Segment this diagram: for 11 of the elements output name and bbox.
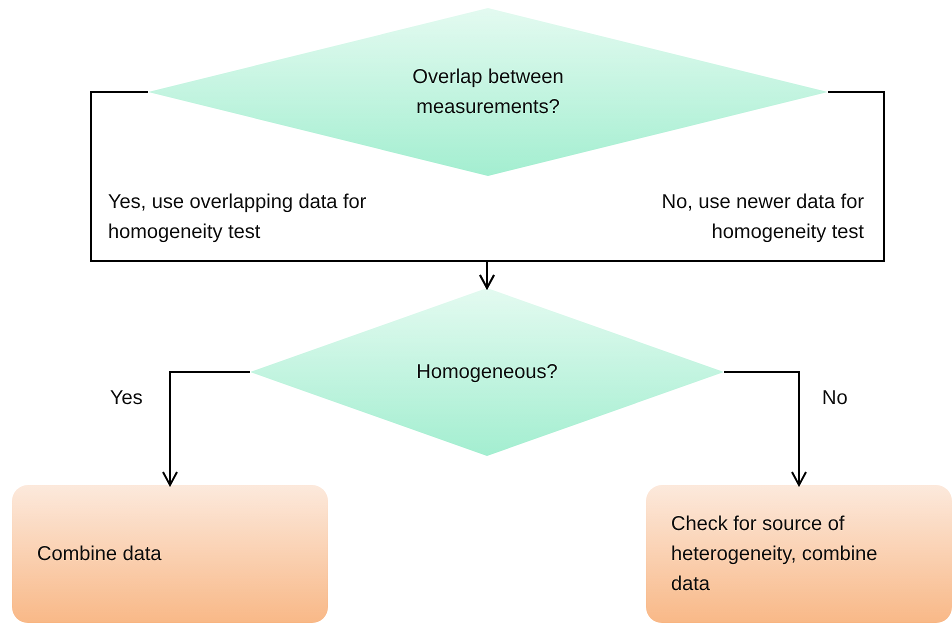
- process-box: [646, 485, 952, 623]
- arrow: [479, 91, 885, 289]
- decision-diamond: [148, 8, 828, 176]
- node-text: Homogeneous?: [415, 360, 559, 385]
- arrow: [724, 371, 807, 486]
- arrow: [162, 371, 250, 486]
- node-text: Overlap between measurements?: [411, 65, 565, 120]
- node-text: Combine data: [37, 542, 163, 567]
- decision-diamond: [250, 288, 724, 456]
- process-box: [12, 485, 328, 623]
- node-text: Check for source of heterogeneity, combine data: [671, 512, 878, 597]
